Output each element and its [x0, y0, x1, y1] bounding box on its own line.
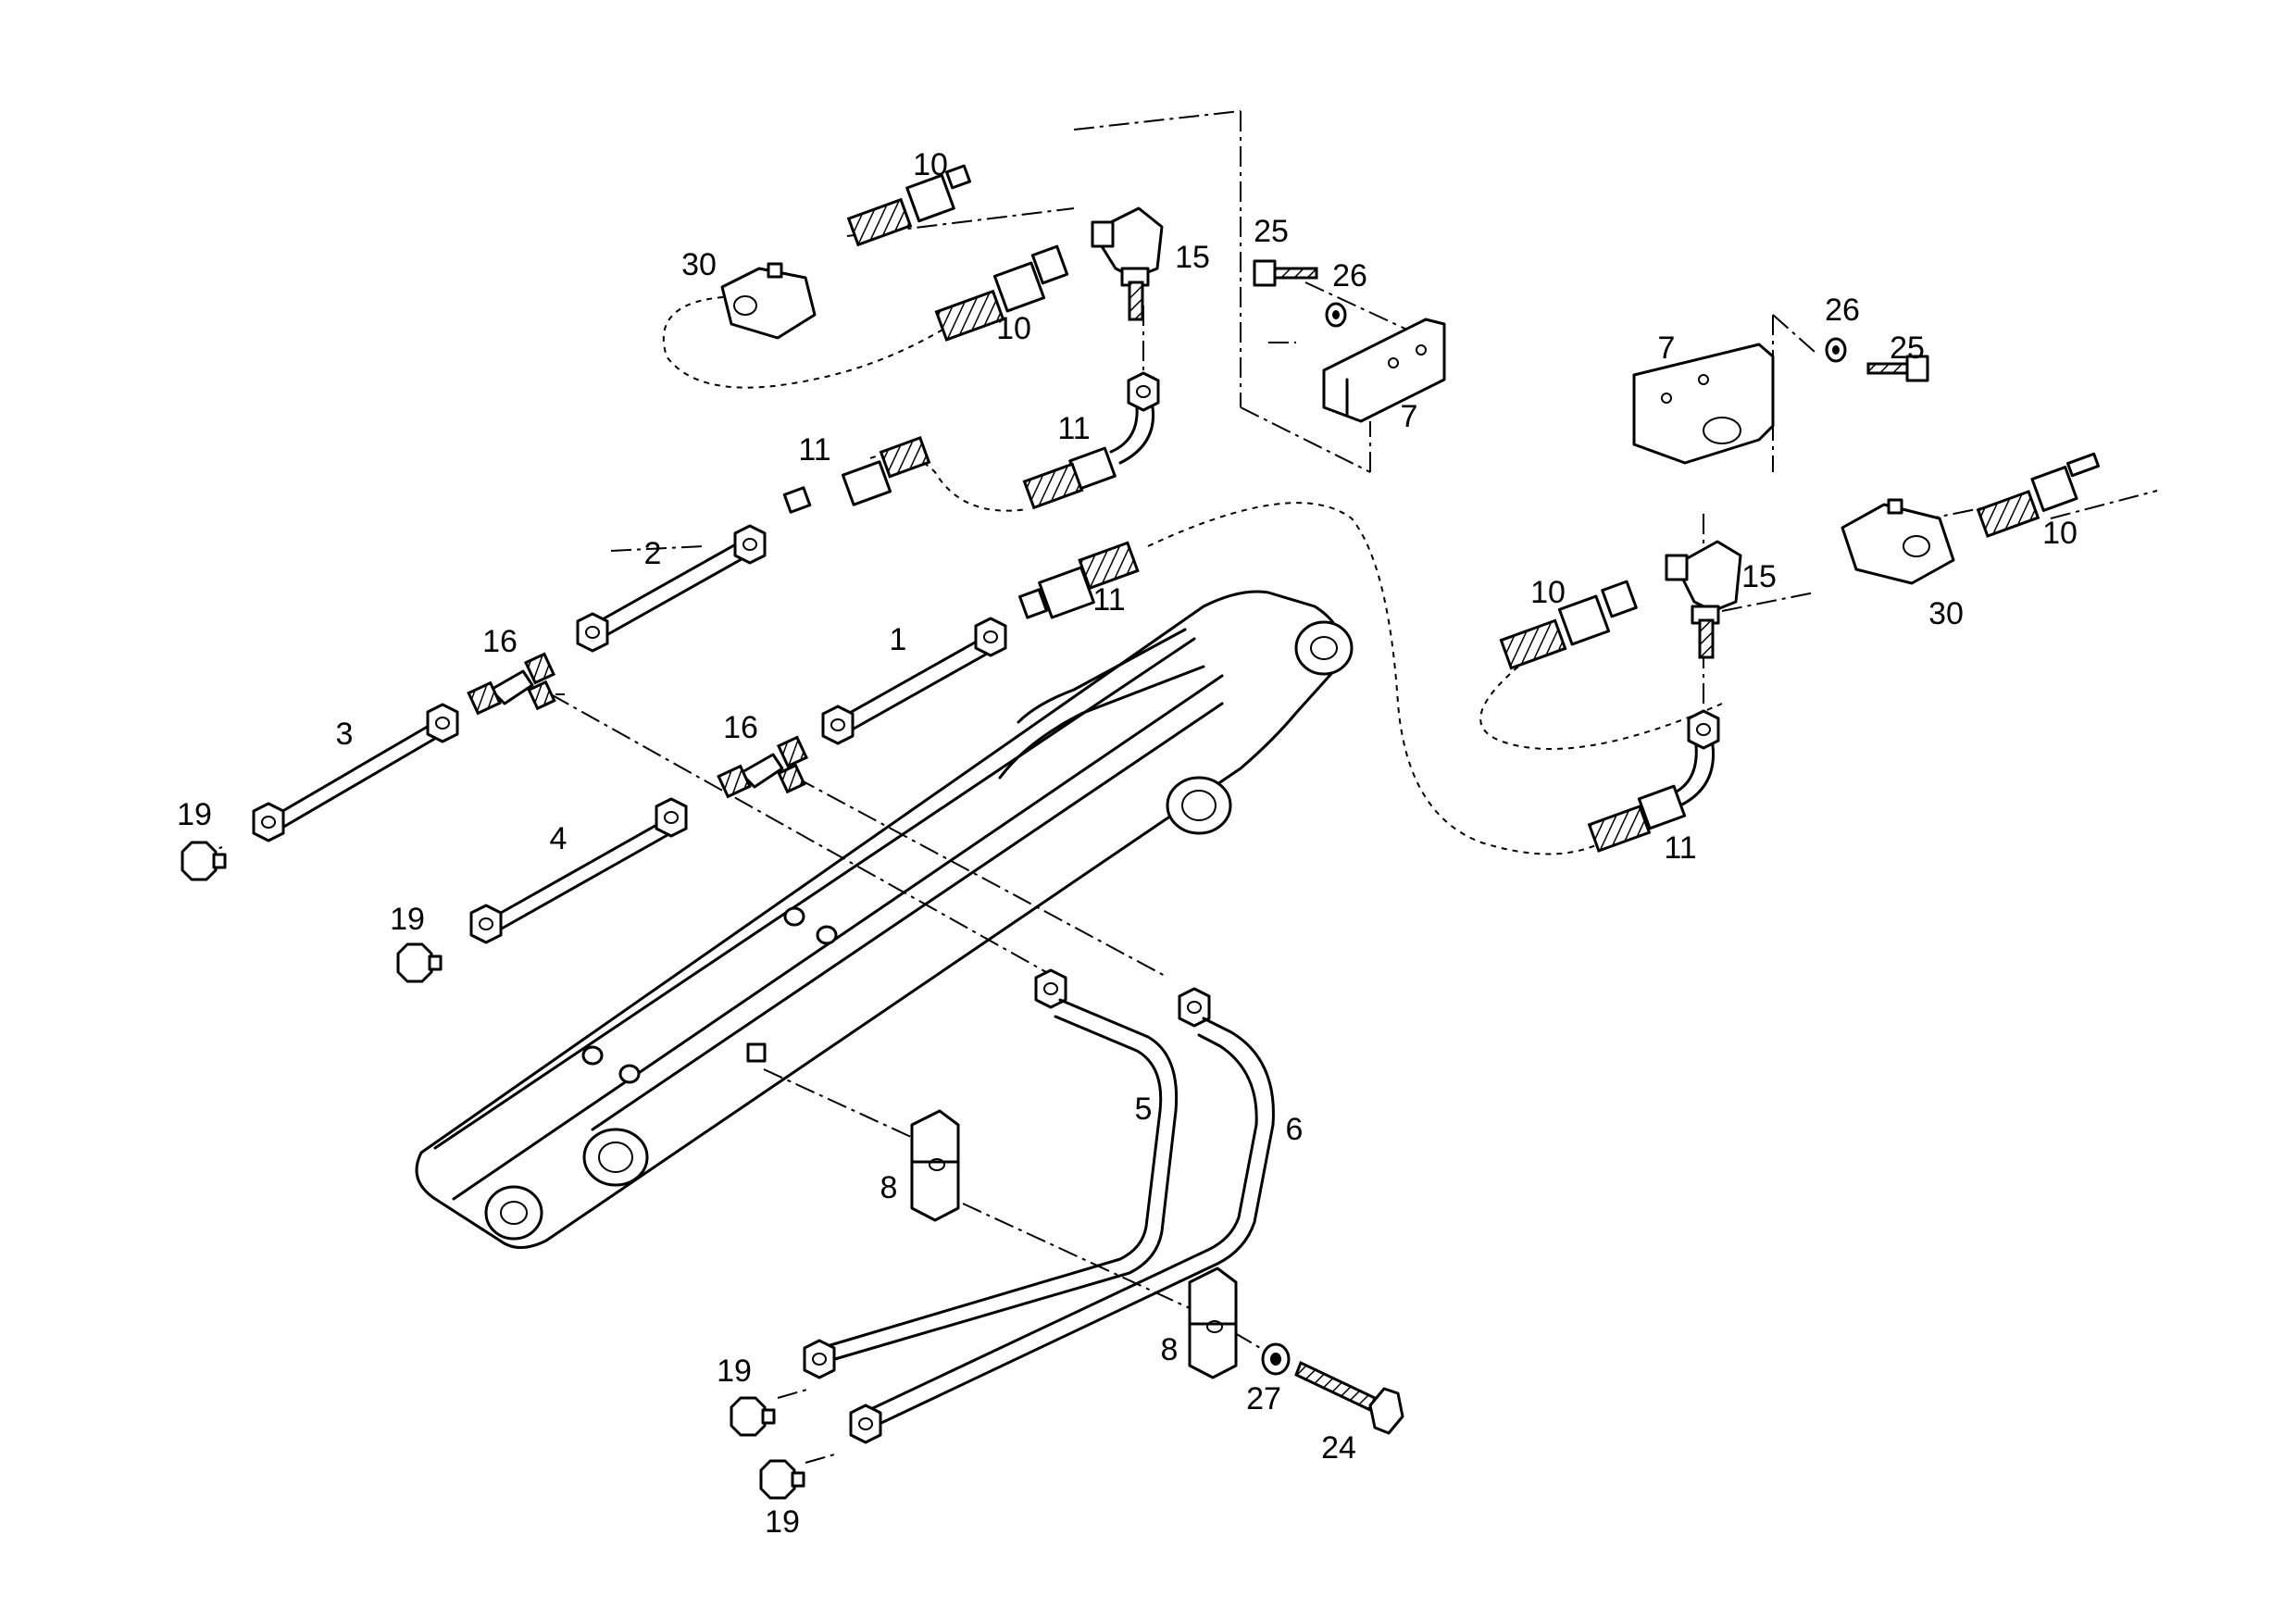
- clamp-block-30-right: [1841, 498, 1955, 585]
- callout-6: 6: [1286, 1112, 1304, 1147]
- tube-5: [803, 968, 1179, 1379]
- callout-5: 5: [1135, 1092, 1153, 1127]
- tube-4: [469, 797, 688, 944]
- callout-4: 4: [550, 821, 568, 856]
- callout-16: 16: [482, 624, 518, 659]
- hose-assembly-11-upper: [1022, 371, 1160, 510]
- plug-19-a: [181, 841, 227, 881]
- plug-19-b: [396, 942, 443, 983]
- callout-3: 3: [336, 717, 354, 752]
- callout-26: 26: [1332, 258, 1367, 293]
- bolt-24: [1294, 1360, 1404, 1435]
- tube-3: [252, 703, 459, 842]
- callout-25: 25: [1890, 331, 1925, 366]
- tee-fitting-16-lower: [717, 735, 809, 799]
- clamp-8-upper: [910, 1109, 960, 1222]
- callout-24: 24: [1321, 1430, 1356, 1466]
- elbow-fitting-15-upper: [1091, 206, 1164, 321]
- boom-arm: [415, 590, 1354, 1249]
- washer-26-lower: [1825, 337, 1847, 363]
- callout-8: 8: [880, 1170, 898, 1205]
- callout-25: 25: [1254, 214, 1289, 249]
- plug-19-d: [759, 1459, 805, 1500]
- callout-10: 10: [996, 311, 1031, 346]
- callout-19: 19: [765, 1504, 800, 1540]
- callout-7: 7: [1401, 399, 1418, 434]
- callout-10: 10: [1530, 575, 1566, 610]
- hose-fitting-10-right: [1499, 580, 1638, 670]
- callout-7: 7: [1658, 331, 1676, 366]
- callout-16: 16: [723, 710, 758, 745]
- hose-assembly-11-lower: [1587, 709, 1720, 853]
- tube-1: [821, 617, 1007, 745]
- callout-11: 11: [1664, 830, 1696, 866]
- bracket-7-lower: [1632, 343, 1775, 465]
- hose-fitting-10-lower: [934, 244, 1069, 342]
- washer-27: [1261, 1342, 1291, 1376]
- callout-27: 27: [1246, 1381, 1281, 1416]
- callout-15: 15: [1175, 240, 1210, 275]
- callout-11: 11: [1092, 582, 1125, 618]
- tee-fitting-16-upper: [467, 652, 556, 716]
- clamp-block-30-left: [720, 262, 817, 340]
- callout-19: 19: [717, 1354, 752, 1389]
- callout-19: 19: [390, 902, 425, 937]
- hose-fitting-10-far-right: [1976, 452, 2100, 538]
- callout-8: 8: [1161, 1332, 1179, 1367]
- callout-labels: 10 30 10 15 25 26 7 11 11 2 16 3 19 1 11…: [177, 147, 2078, 1540]
- callout-15: 15: [1741, 559, 1777, 594]
- callout-2: 2: [644, 536, 662, 571]
- bolt-25-upper: [1253, 259, 1318, 287]
- tube-6: [849, 987, 1275, 1444]
- bolt-25-lower: [1866, 355, 1929, 382]
- callout-10: 10: [913, 147, 948, 182]
- hose-end-11-middle: [782, 436, 931, 514]
- washer-26-upper: [1325, 302, 1347, 328]
- callout-26: 26: [1825, 293, 1860, 328]
- hose-end-11-right-upper: [1018, 541, 1140, 619]
- bracket-7-upper: [1322, 318, 1446, 423]
- callout-1: 1: [890, 622, 907, 657]
- elbow-fitting-15-lower: [1665, 540, 1742, 659]
- tube-2: [576, 524, 767, 653]
- callout-11: 11: [798, 432, 830, 468]
- hose-fitting-10-upper: [846, 164, 971, 247]
- callout-30: 30: [1928, 596, 1964, 631]
- clamp-8-lower: [1188, 1266, 1238, 1379]
- callout-30: 30: [681, 247, 717, 282]
- callout-10: 10: [2042, 516, 2078, 551]
- callout-19: 19: [177, 797, 212, 832]
- plug-19-c: [730, 1396, 776, 1437]
- callout-11: 11: [1057, 411, 1090, 446]
